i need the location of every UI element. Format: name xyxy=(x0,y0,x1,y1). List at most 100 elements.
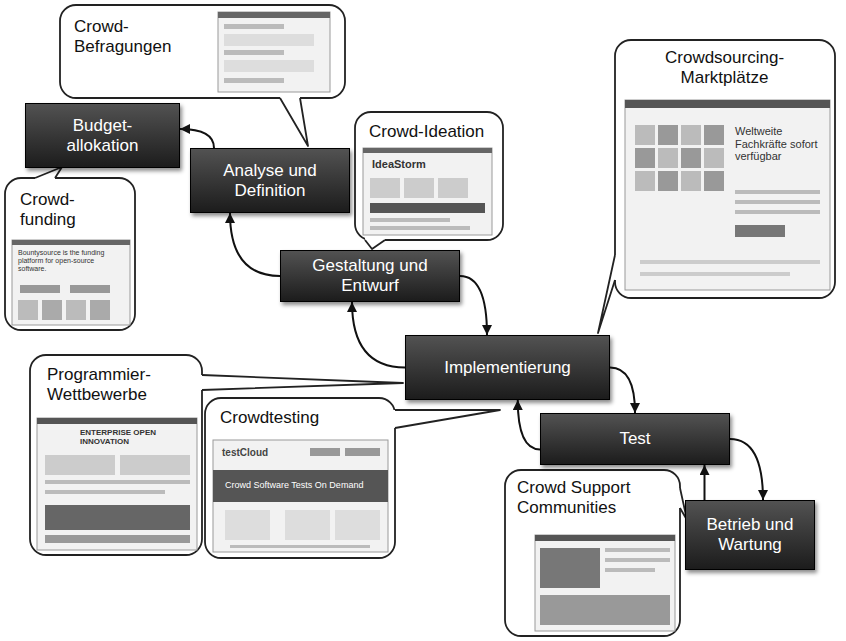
flow-arrow xyxy=(230,213,280,276)
screenshot-detail xyxy=(658,148,678,168)
callout-outline xyxy=(505,470,680,636)
callout-bubble: Crowd- Befragungen xyxy=(60,5,345,98)
screenshot-detail xyxy=(605,558,670,562)
screenshot-detail xyxy=(224,34,314,46)
callout-bubble: Crowdtesting xyxy=(205,398,395,558)
screenshot-frame xyxy=(218,12,330,92)
box-label: Test xyxy=(619,429,650,449)
screenshot-text: IdeaStorm xyxy=(372,158,482,171)
screenshot-detail xyxy=(635,171,655,191)
screenshot-detail xyxy=(12,240,130,245)
screenshot-detail xyxy=(605,568,655,572)
screenshot-detail xyxy=(120,455,190,475)
screenshot-frame xyxy=(625,100,830,290)
screenshot-detail xyxy=(640,272,790,276)
screenshot-frame xyxy=(12,240,130,325)
callout-outline xyxy=(5,178,135,330)
callout-outline xyxy=(30,355,202,555)
screenshot-text: Weltweite Fachkräfte sofort verfügbar xyxy=(735,125,823,163)
callout-title: Programmier- Wettbewerbe xyxy=(47,365,151,405)
callout-tail-fill xyxy=(35,167,62,181)
screenshot-frame xyxy=(37,418,197,550)
screenshot-detail xyxy=(20,285,60,293)
screenshot-frame xyxy=(213,440,388,552)
screenshot-detail xyxy=(224,24,284,29)
screenshot-detail xyxy=(45,535,190,543)
flow-arrow xyxy=(352,302,405,368)
screenshot-detail xyxy=(735,210,820,214)
screenshot-detail xyxy=(635,125,655,145)
screenshot-detail xyxy=(735,190,820,194)
callout-tail-fill xyxy=(392,410,500,428)
screenshot-detail xyxy=(45,455,115,475)
screenshot-detail xyxy=(540,595,670,625)
screenshot-detail xyxy=(345,448,380,456)
callout-bubble: Crowdsourcing- Marktplätze xyxy=(615,40,835,298)
callout-title: Crowd- funding xyxy=(20,190,76,230)
callout-tail xyxy=(202,375,403,390)
screenshot-detail xyxy=(285,510,330,540)
box-label: Gestaltung und Entwurf xyxy=(291,256,449,296)
screenshot-detail xyxy=(635,148,655,168)
callout-tail-fill xyxy=(199,375,403,390)
screenshot-detail xyxy=(625,100,830,108)
screenshot-detail xyxy=(404,178,434,198)
screenshot-frame xyxy=(535,535,675,631)
process-box: Budget- allokation xyxy=(25,103,180,168)
process-box: Betrieb und Wartung xyxy=(685,500,815,570)
screenshot-detail xyxy=(363,148,492,153)
process-box: Test xyxy=(540,413,730,465)
screenshot-detail xyxy=(224,50,284,55)
callout-tail xyxy=(35,167,62,178)
process-box: Implementierung xyxy=(405,335,610,400)
screenshot-text: Crowd Software Tests On Demand xyxy=(225,480,380,490)
screenshot-detail xyxy=(45,480,190,484)
screenshot-detail xyxy=(535,535,675,541)
callout-tail-fill xyxy=(280,95,308,146)
callout-outline xyxy=(355,112,503,240)
callout-title: Crowdtesting xyxy=(220,408,319,428)
callout-title: Crowdsourcing- Marktplätze xyxy=(665,48,784,88)
screenshot-detail xyxy=(540,548,600,588)
screenshot-detail xyxy=(735,200,820,204)
screenshot-detail xyxy=(640,260,820,264)
flow-arrow xyxy=(518,400,540,449)
screenshot-detail xyxy=(90,300,110,320)
screenshot-detail xyxy=(704,148,724,168)
screenshot-detail xyxy=(70,285,110,293)
screenshot-text: testCloud xyxy=(222,447,302,459)
screenshot-text: Bountysource is the funding platform for… xyxy=(18,249,124,273)
process-box: Gestaltung und Entwurf xyxy=(280,250,460,302)
screenshot-detail xyxy=(370,226,470,230)
callout-tail xyxy=(598,255,615,333)
screenshot-detail xyxy=(37,418,197,424)
screenshot-detail xyxy=(658,171,678,191)
callout-tail-fill xyxy=(365,237,385,249)
callout-bubble: Crowd-Ideation xyxy=(355,112,503,240)
callout-title: Crowd- Befragungen xyxy=(74,17,171,57)
callout-outline xyxy=(60,5,345,98)
screenshot-detail xyxy=(225,510,270,540)
screenshot-detail xyxy=(438,178,468,198)
callout-tail xyxy=(395,410,500,428)
callout-bubble: Crowd Support Communities xyxy=(505,470,680,636)
screenshot-detail xyxy=(66,300,86,320)
callout-tail-fill xyxy=(598,255,618,333)
process-box: Analyse und Definition xyxy=(190,148,350,213)
screenshot-detail xyxy=(45,490,165,494)
flow-arrow xyxy=(730,439,763,500)
screenshot-detail xyxy=(370,203,485,213)
flow-arrow xyxy=(610,368,635,414)
screenshot-detail xyxy=(45,505,190,530)
callout-bubble: Programmier- Wettbewerbe xyxy=(30,355,202,555)
screenshot-detail xyxy=(681,171,701,191)
screenshot-detail xyxy=(658,125,678,145)
flow-arrow xyxy=(460,276,487,335)
screenshot-detail xyxy=(224,78,284,83)
screenshot-detail xyxy=(213,470,388,502)
screenshot-text: ENTERPRISE OPEN INNOVATION xyxy=(80,428,192,446)
callout-outline xyxy=(615,40,835,298)
callout-outline xyxy=(205,398,395,558)
screenshot-detail xyxy=(370,178,400,198)
